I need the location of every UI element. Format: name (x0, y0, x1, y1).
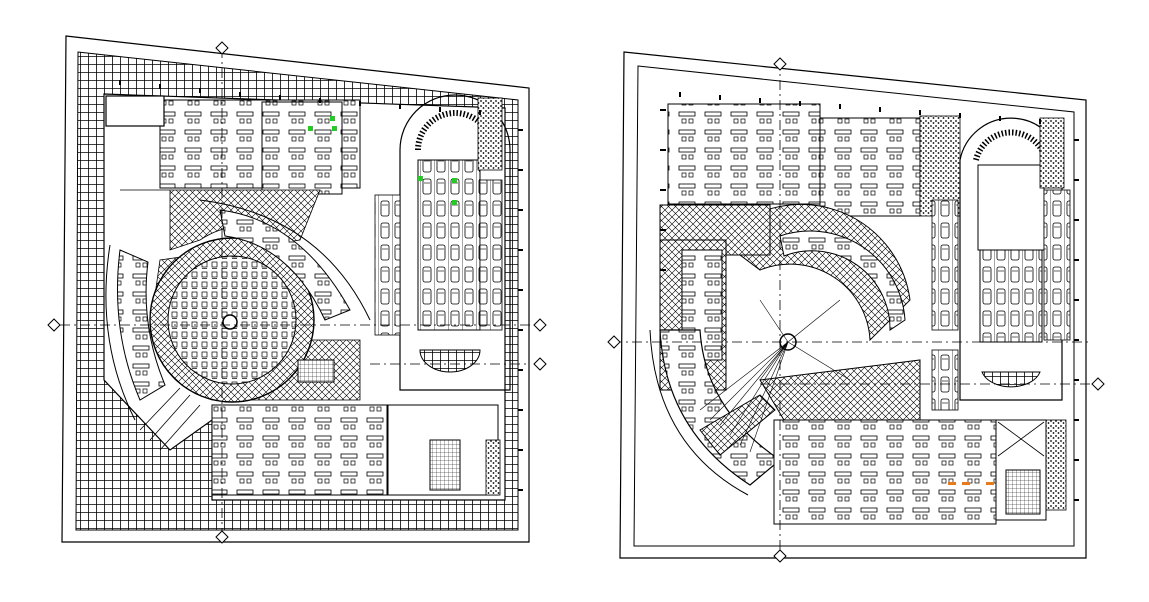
floor-plan-left (47, 35, 547, 544)
green-marker (330, 116, 335, 121)
stage-block (297, 359, 335, 383)
planter-stipple (477, 97, 503, 171)
parking-stalls-left (417, 159, 481, 331)
retail-block-left (211, 404, 388, 496)
section-marker-icon (47, 41, 547, 544)
parking-stalls-right (979, 249, 1043, 343)
office-block-right (667, 103, 821, 205)
radial-lines (699, 299, 851, 453)
column-grid-ticks (679, 92, 1079, 501)
office-block-right-2 (819, 117, 921, 217)
retail-block-right (773, 419, 997, 525)
arc-rooms-right (779, 230, 906, 331)
green-marker (452, 200, 457, 205)
orange-marker (948, 482, 956, 485)
site-inner-boundary-right (633, 65, 1075, 547)
planter-stipple (1039, 117, 1065, 189)
rotunda-center-icon (222, 314, 238, 330)
room-box (105, 95, 165, 127)
parking-ramp-oval-left (399, 94, 511, 391)
section-marker-icon (607, 57, 1105, 563)
room-box (261, 101, 343, 195)
orange-marker (986, 482, 994, 485)
curved-room-ring-left-top (219, 209, 351, 321)
site-boundary-right (619, 51, 1087, 559)
parking-stalls-right-outer (931, 199, 959, 331)
curved-wing-right (659, 329, 782, 486)
green-marker (418, 176, 423, 181)
parking-stalls-left-right (479, 179, 503, 331)
orange-marker (962, 482, 970, 485)
floor-plan-right (607, 51, 1105, 563)
green-marker (332, 126, 337, 131)
site-boundary-left (61, 35, 530, 543)
green-marker (452, 178, 457, 183)
parking-stalls-left-outer (374, 194, 401, 336)
green-marker (308, 126, 313, 131)
column-grid-ticks (119, 80, 523, 491)
